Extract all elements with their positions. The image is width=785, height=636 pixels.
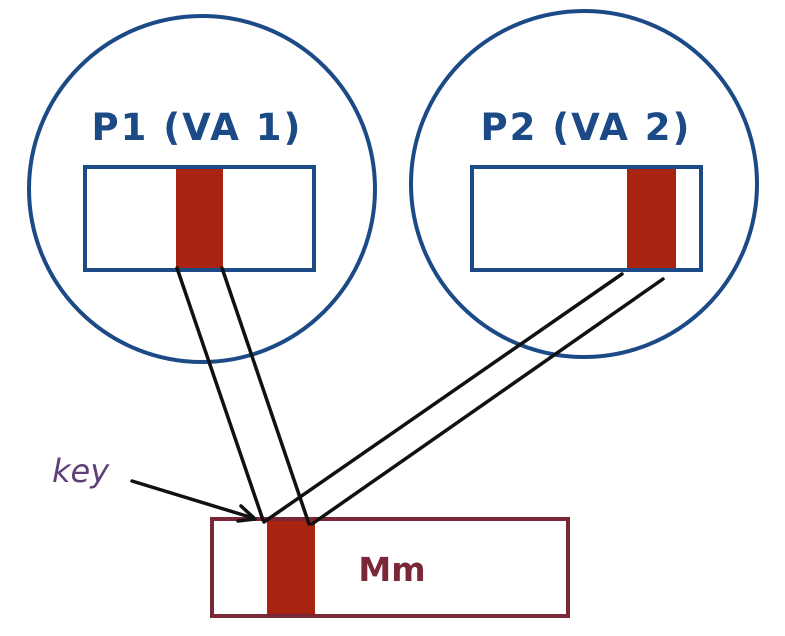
key-label: key [52,452,110,490]
physical-memory-label: Mm [358,550,425,589]
physical-memory: Mm [210,517,570,618]
process-2-mapping-line-left [262,272,624,524]
key-arrow-head [236,504,257,523]
key-arrow [130,479,255,520]
process-2: P2 (VA 2) [409,9,759,359]
process-2-shared-page [627,169,676,268]
process-1-mapping-line-left [175,266,265,522]
process-1-mapping [175,266,311,526]
process-1-shared-page [176,169,223,268]
process-1-label: P1 (VA 1) [92,106,303,149]
process-2-mapping [262,272,665,526]
physical-memory-shared-page [267,521,315,614]
process-2-label: P2 (VA 2) [481,106,692,149]
process-2-mapping-line-right [310,277,665,526]
process-1: P1 (VA 1) [27,14,377,364]
process-1-mapping-line-right [220,266,311,526]
key-annotation: key [52,452,257,523]
